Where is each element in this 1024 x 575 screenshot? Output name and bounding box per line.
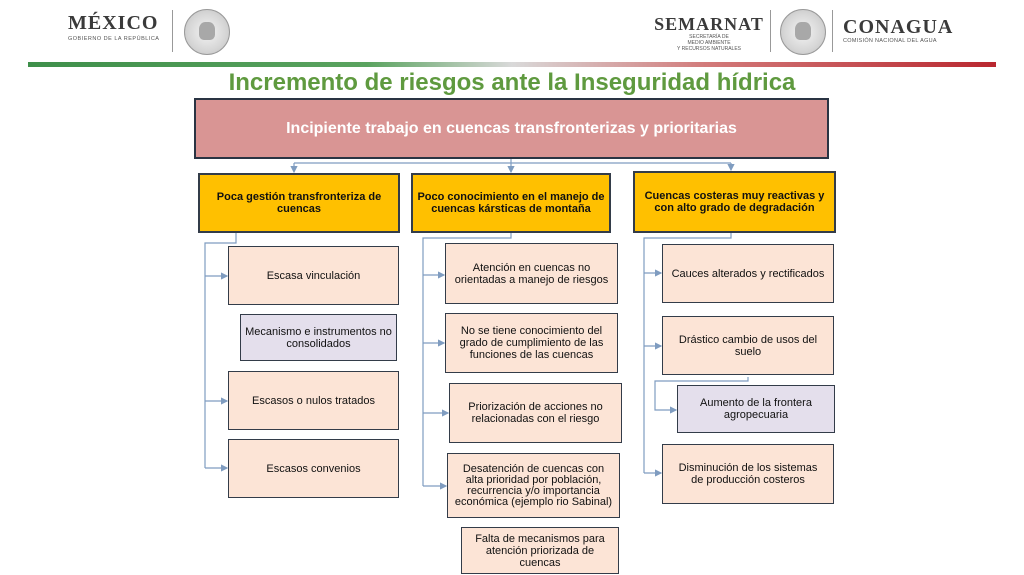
slide-title: Incremento de riesgos ante la Insegurida… [228, 69, 796, 96]
leaf-escasos-convenios: Escasos convenios [228, 439, 399, 498]
leaf-desatencion-cuencas: Desatención de cuencas con alta priorida… [447, 453, 620, 518]
leaf-escasos-tratados: Escasos o nulos tratados [228, 371, 399, 430]
semarnat-seal-icon [780, 9, 826, 55]
leaf-mecanismo-instrumentos: Mecanismo e instrumentos no consolidados [240, 314, 397, 361]
branch-2-spine [422, 233, 512, 486]
leaf-2-to-leaf-3 [654, 377, 749, 414]
branch-3-spine [643, 233, 732, 473]
leaf-aumento-frontera: Aumento de la frontera agropecuaria [677, 385, 835, 433]
leaf-drastico-cambio: Drástico cambio de usos del suelo [662, 316, 834, 375]
semarnat-logo: SEMARNAT SECRETARÍA DE MEDIO AMBIENTE Y … [654, 14, 764, 52]
header-divider-left [172, 10, 173, 52]
mexico-logo: MÉXICO GOBIERNO DE LA REPÚBLICA [68, 12, 163, 42]
branch-box-2: Poco conocimiento en el manejo de cuenca… [411, 173, 611, 233]
leaf-falta-mecanismos: Falta de mecanismos para atención priori… [461, 527, 619, 574]
leaf-disminucion-sistemas: Disminución de los sistemas de producció… [662, 444, 834, 504]
leaf-priorizacion-acciones: Priorización de acciones no relacionadas… [449, 383, 622, 443]
leaf-cauces-alterados: Cauces alterados y rectificados [662, 244, 834, 303]
mexico-logo-subtitle: GOBIERNO DE LA REPÚBLICA [68, 36, 160, 42]
color-stripe [28, 62, 996, 67]
conagua-logo-subtitle: COMISIÓN NACIONAL DEL AGUA [843, 38, 937, 44]
header-divider-right [832, 10, 833, 52]
conagua-logo-text: CONAGUA [843, 16, 954, 38]
semarnat-logo-text: SEMARNAT [654, 14, 764, 34]
mexico-logo-text: MÉXICO [68, 12, 159, 34]
leaf-escasa-vinculacion: Escasa vinculación [228, 246, 399, 305]
root-box: Incipiente trabajo en cuencas transfront… [194, 98, 829, 159]
mexico-seal-icon [184, 9, 230, 55]
branch-box-1: Poca gestión transfronteriza de cuencas [198, 173, 400, 233]
leaf-conocimiento-grado: No se tiene conocimiento del grado de cu… [445, 313, 618, 373]
branch-1-spine [204, 233, 237, 468]
semarnat-line-2: MEDIO AMBIENTE [687, 40, 731, 46]
leaf-atencion-cuencas: Atención en cuencas no orientadas a mane… [445, 243, 618, 304]
branch-box-3: Cuencas costeras muy reactivas y con alt… [633, 171, 836, 233]
semarnat-line-3: Y RECURSOS NATURALES [677, 46, 741, 52]
header-divider-middle [770, 10, 771, 52]
semarnat-line-1: SECRETARÍA DE [689, 34, 729, 40]
conagua-logo: CONAGUA COMISIÓN NACIONAL DEL AGUA [843, 16, 963, 44]
